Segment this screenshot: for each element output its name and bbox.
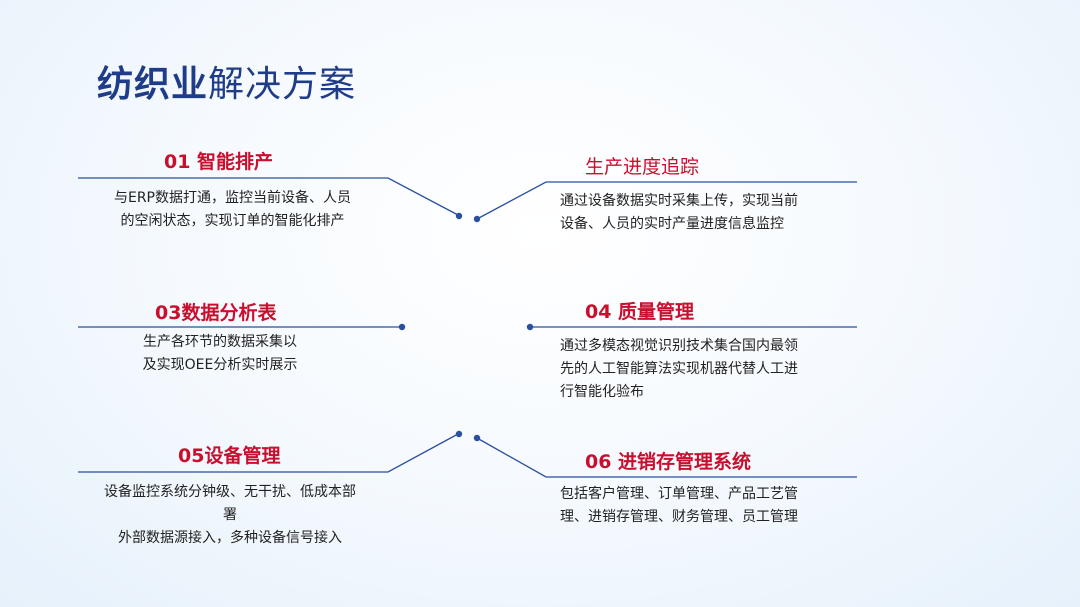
- desc-03-line: 生产各环节的数据采集以: [143, 334, 297, 350]
- heading-03: 03数据分析表: [155, 302, 277, 324]
- desc-01-line: 与ERP数据打通，监控当前设备、人员: [113, 190, 351, 206]
- title-strong: 纺织业: [97, 64, 209, 105]
- connector-line-01: [78, 177, 459, 216]
- desc-03: 生产各环节的数据采集以 及实现OEE分析实时展示: [110, 331, 330, 377]
- desc-06-line: 理、进销存管理、财务管理、员工管理: [560, 509, 798, 525]
- connector-dot-01: [455, 212, 463, 220]
- desc-01: 与ERP数据打通，监控当前设备、人员 的空闲状态，实现订单的智能化排产: [90, 187, 375, 233]
- desc-04-line: 通过多模态视觉识别技术集合国内最领: [560, 338, 798, 354]
- connector-dot-04: [526, 323, 534, 331]
- desc-06-line: 包括客户管理、订单管理、产品工艺管: [560, 486, 798, 502]
- desc-06: 包括客户管理、订单管理、产品工艺管 理、进销存管理、财务管理、员工管理: [560, 483, 850, 529]
- connector-dot-03: [398, 323, 406, 331]
- desc-03-line: 及实现OEE分析实时展示: [142, 357, 298, 373]
- desc-05-line: 署: [223, 507, 237, 523]
- connector-line-05: [78, 433, 459, 473]
- desc-02: 通过设备数据实时采集上传，实现当前 设备、人员的实时产量进度信息监控: [560, 190, 850, 236]
- desc-04: 通过多模态视觉识别技术集合国内最领 先的人工智能算法实现机器代替人工进 行智能化…: [560, 335, 850, 404]
- connector-dot-06: [473, 434, 481, 442]
- heading-02: 生产进度追踪: [585, 156, 700, 178]
- desc-05-line: 设备监控系统分钟级、无干扰、低成本部: [104, 484, 356, 500]
- desc-05-line: 外部数据源接入，多种设备信号接入: [118, 530, 342, 546]
- page-title: 纺织业解决方案: [97, 62, 356, 108]
- desc-01-line: 的空闲状态，实现订单的智能化排产: [120, 213, 345, 229]
- heading-05: 05设备管理: [178, 445, 281, 467]
- desc-04-line: 行智能化验布: [560, 384, 644, 400]
- desc-02-line: 设备、人员的实时产量进度信息监控: [560, 216, 784, 232]
- heading-06: 06 进销存管理系统: [585, 451, 752, 473]
- connector-line-02: [476, 181, 857, 220]
- heading-01: 01 智能排产: [164, 151, 274, 173]
- desc-04-line: 先的人工智能算法实现机器代替人工进: [560, 361, 798, 377]
- connector-line-06: [476, 437, 857, 478]
- connector-dot-02: [473, 215, 481, 223]
- heading-04: 04 质量管理: [585, 301, 695, 323]
- title-rest: 解决方案: [208, 64, 357, 105]
- connector-dot-05: [455, 430, 463, 438]
- desc-05: 设备监控系统分钟级、无干扰、低成本部 署 外部数据源接入，多种设备信号接入: [80, 481, 380, 550]
- desc-02-line: 通过设备数据实时采集上传，实现当前: [560, 193, 798, 209]
